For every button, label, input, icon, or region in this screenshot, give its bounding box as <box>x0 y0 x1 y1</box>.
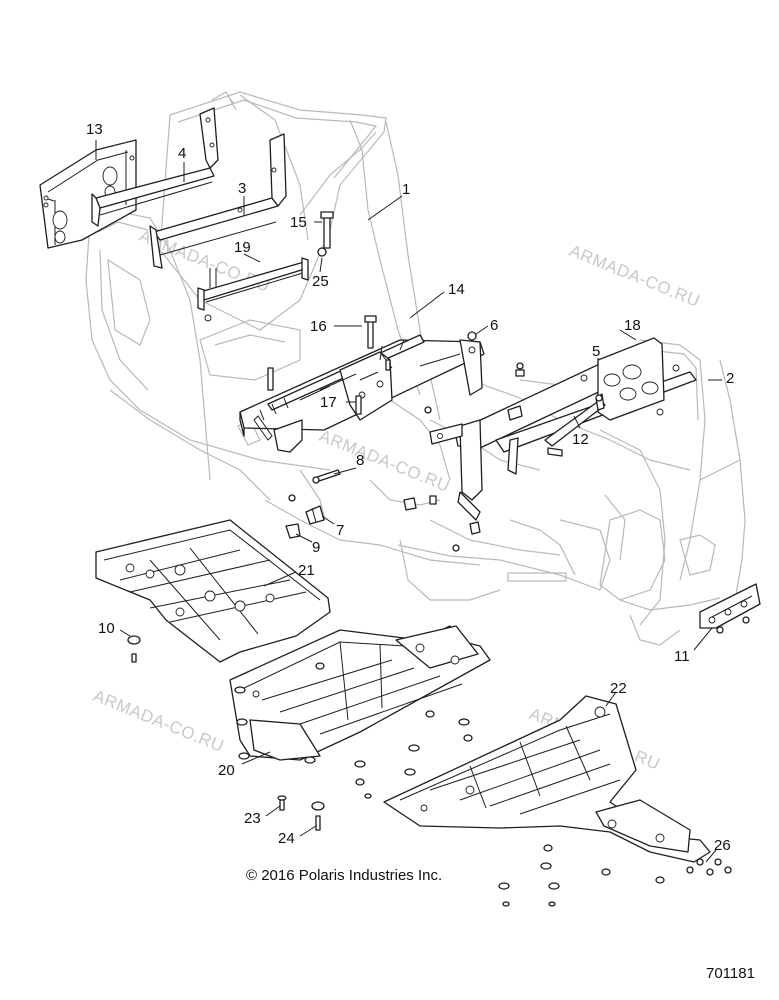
callout-18: 18 <box>624 317 641 334</box>
callout-10: 10 <box>98 620 115 637</box>
callout-4: 4 <box>178 145 186 162</box>
fastener-6 <box>467 331 525 377</box>
bolt-13 <box>43 195 55 202</box>
fastener-5 <box>595 394 603 402</box>
callout-13: 13 <box>86 121 103 138</box>
crossbar-19 <box>197 257 309 322</box>
callout-23: 23 <box>244 810 261 827</box>
drawing-number: 701181 <box>706 965 755 982</box>
bolt-24 <box>311 801 325 831</box>
bolt-16 <box>364 315 377 349</box>
callout-22: 22 <box>610 680 627 697</box>
callout-26: 26 <box>714 837 731 854</box>
callout-labels: 13 4 3 1 15 19 25 14 16 6 18 5 2 17 12 8… <box>86 121 734 854</box>
skid-fasteners <box>234 662 665 907</box>
callout-21: 21 <box>298 562 315 579</box>
callout-7: 7 <box>336 522 344 539</box>
skid-plate-center-20 <box>229 625 491 761</box>
callout-1: 1 <box>402 181 410 198</box>
callout-8: 8 <box>356 452 364 469</box>
bolt-8 <box>312 469 341 484</box>
bracket-11 <box>699 583 761 634</box>
washer-10 <box>127 635 141 663</box>
callout-15: 15 <box>290 214 307 231</box>
callout-16: 16 <box>310 318 327 335</box>
callout-19: 19 <box>234 239 251 256</box>
callout-20: 20 <box>218 762 235 779</box>
bolt-23 <box>277 795 287 811</box>
callout-11: 11 <box>674 648 690 665</box>
copyright-text: © 2016 Polaris Industries Inc. <box>246 867 442 884</box>
crossmember-14 <box>239 334 485 453</box>
callout-24: 24 <box>278 830 295 847</box>
fasteners-26 <box>686 858 732 876</box>
callout-2: 2 <box>726 370 734 387</box>
callout-12: 12 <box>572 431 589 448</box>
seat-bracket-left <box>39 139 137 249</box>
bolt-17 <box>355 395 362 415</box>
bolts-14-top <box>267 359 391 391</box>
callout-17: 17 <box>320 394 337 411</box>
clamp-7 <box>305 505 325 525</box>
skid-plate-rear-22 <box>383 695 711 863</box>
leader-lines <box>95 140 722 863</box>
misc-fasteners-mid <box>403 405 523 552</box>
watermark-top-right: ARMADA-CO.RU <box>567 241 703 311</box>
callout-6: 6 <box>490 317 498 334</box>
callout-5: 5 <box>592 343 600 360</box>
callout-9: 9 <box>312 539 320 556</box>
callout-25: 25 <box>312 273 329 290</box>
watermark-lower-left: ARMADA-CO.RU <box>91 686 227 756</box>
callout-14: 14 <box>448 281 465 298</box>
nut-25 <box>317 247 327 257</box>
callout-3: 3 <box>238 180 246 197</box>
bolt-15 <box>320 211 334 249</box>
main-frame-ghost <box>85 91 746 646</box>
seat-rail-rear <box>149 133 287 269</box>
skid-plate-front-21 <box>95 519 331 663</box>
